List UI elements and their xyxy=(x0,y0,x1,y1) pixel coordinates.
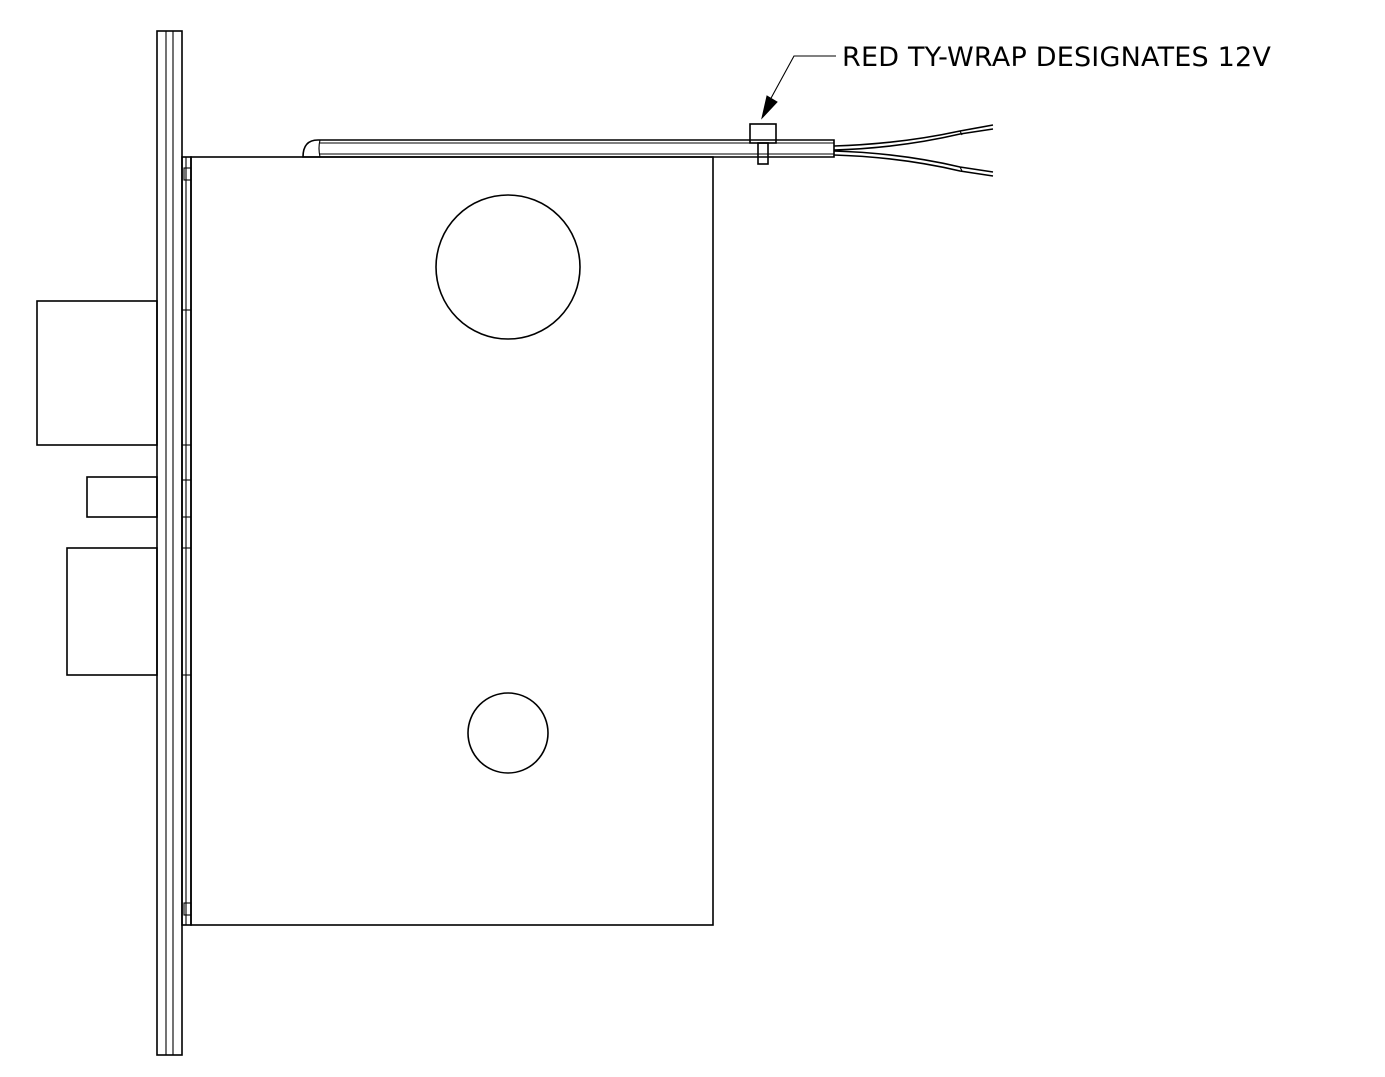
lower-cylinder-hole xyxy=(467,692,549,774)
auxiliary-latch xyxy=(86,476,158,518)
latch-bolt xyxy=(36,300,158,446)
ty-wrap-clamp xyxy=(749,123,777,165)
callout-leader xyxy=(761,55,836,120)
faceplate xyxy=(156,30,183,1056)
wire-harness xyxy=(302,139,835,158)
callout-label: RED TY-WRAP DESIGNATES 12V xyxy=(842,42,1271,73)
upper-hub-hole xyxy=(435,194,581,340)
lock-case-body xyxy=(190,156,714,926)
wire-leads xyxy=(833,124,994,177)
mounting-strip xyxy=(181,156,192,926)
deadbolt xyxy=(66,547,158,676)
